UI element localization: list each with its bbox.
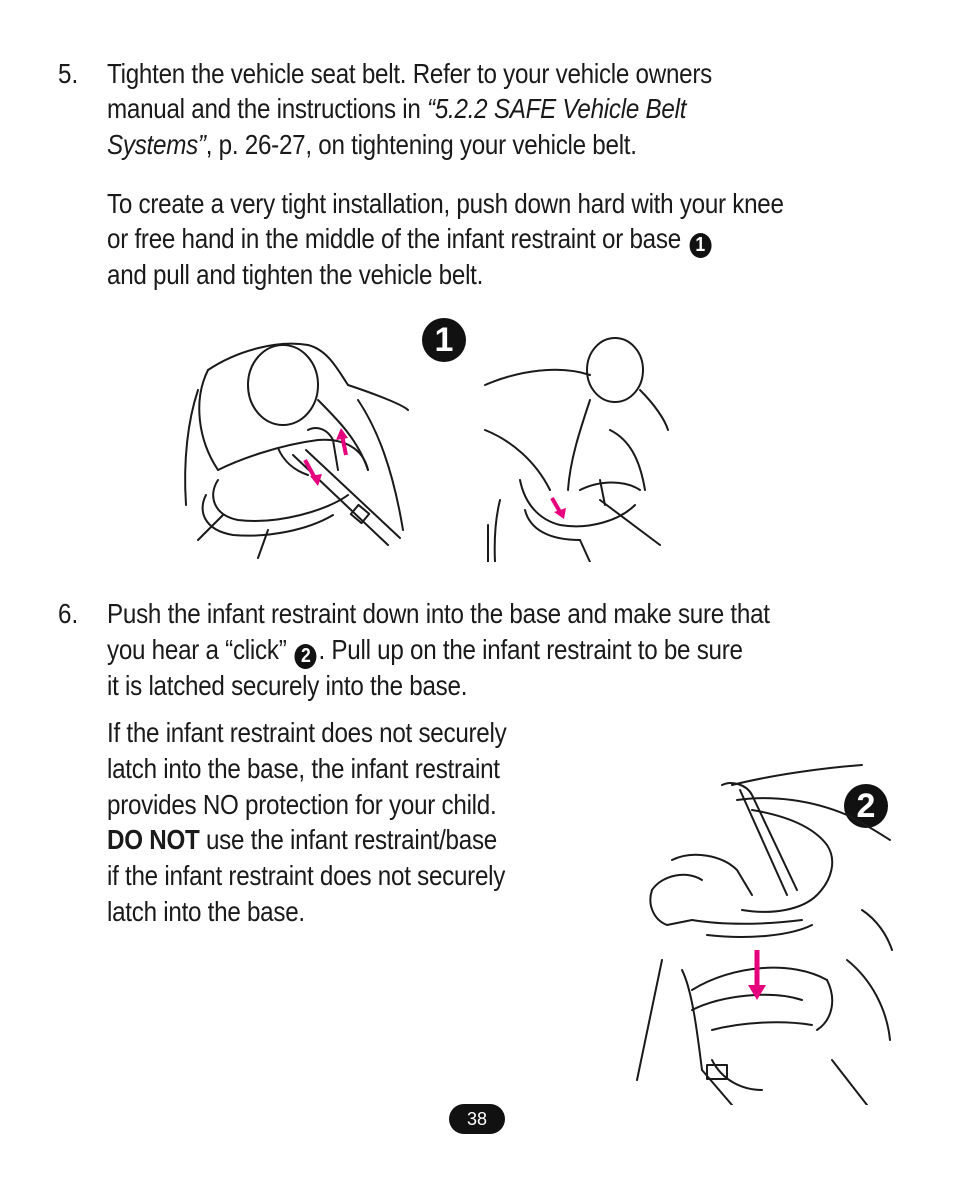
figure-1-marker: 1 bbox=[422, 318, 466, 362]
figure-1-left-illustration bbox=[184, 342, 409, 559]
step-6-line-3: it is latched securely into the base. bbox=[107, 670, 468, 701]
step-6-line-2: you hear a “click” 2. Pull up on the inf… bbox=[107, 634, 743, 669]
step-5-line-1: Tighten the vehicle seat belt. Refer to … bbox=[107, 58, 712, 89]
warning-line-4: DO NOT use the infant restraint/base bbox=[107, 824, 497, 855]
step-5-line-2: manual and the instructions in “5.2.2 SA… bbox=[107, 93, 687, 124]
warning-line-3: provides NO protection for your child. bbox=[107, 789, 497, 820]
warning-line-5: if the infant restraint does not securel… bbox=[107, 860, 506, 891]
step-5-para-2-line-2: or free hand in the middle of the infant… bbox=[107, 221, 713, 258]
warning-line-6: latch into the base. bbox=[107, 896, 305, 927]
page-number: 38 bbox=[449, 1104, 505, 1134]
figure-2-illustration bbox=[636, 764, 893, 1105]
marker-2-inline: 2 bbox=[294, 644, 317, 669]
step-5-para-2-line-1: To create a very tight installation, pus… bbox=[107, 188, 784, 219]
figure-1-right-illustration bbox=[484, 337, 669, 562]
step-5-line-3: Systems”, p. 26-27, on tightening your v… bbox=[107, 129, 637, 160]
warning-line-1: If the infant restraint does not securel… bbox=[107, 717, 507, 748]
step-6-line-1: Push the infant restraint down into the … bbox=[107, 598, 770, 629]
step-5-para-2-line-3: and pull and tighten the vehicle belt. bbox=[107, 259, 484, 290]
step-5-number: 5. bbox=[58, 58, 79, 89]
figure-2-marker: 2 bbox=[844, 784, 888, 828]
warning-line-2: latch into the base, the infant restrain… bbox=[107, 753, 500, 784]
marker-1-inline: 1 bbox=[689, 233, 712, 258]
step-6-number: 6. bbox=[58, 598, 79, 629]
